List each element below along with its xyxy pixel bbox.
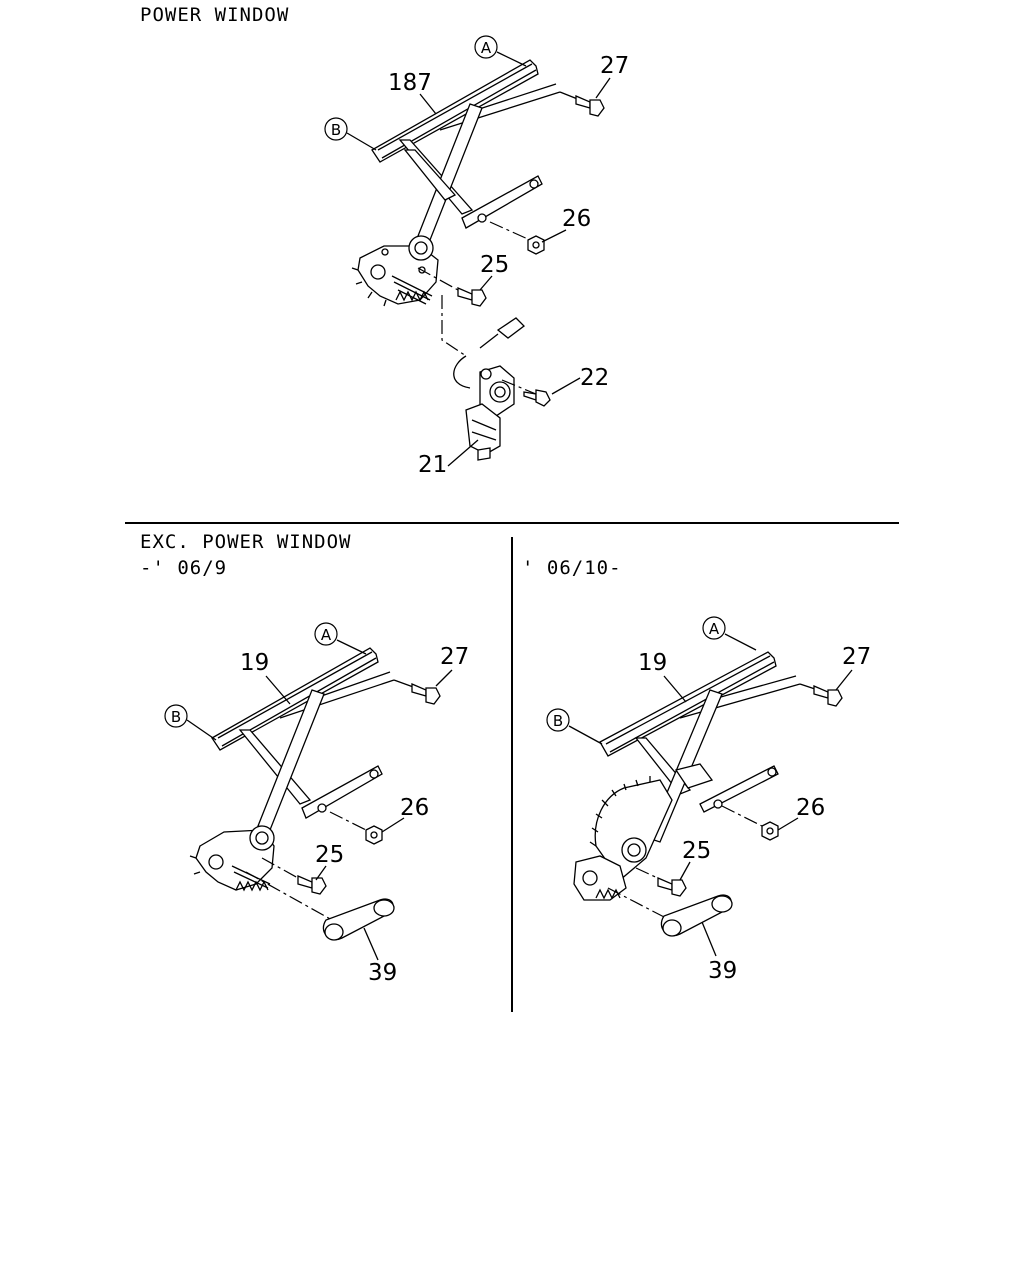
label-27-top: 27 [600,53,629,79]
svg-text:A: A [321,626,332,644]
label-27-right: 27 [842,644,871,670]
nut-26-right [721,805,779,841]
callout-b-left: B [164,704,217,741]
svg-text:A: A [481,39,492,57]
label-39-left: 39 [368,960,397,986]
callout-a-top: A [474,35,527,67]
label-22: 22 [580,365,609,391]
nut-26-left [329,811,383,845]
callout-b-top: B [324,117,377,151]
label-26-top: 26 [562,206,591,232]
label-19-left: 19 [240,650,269,676]
callout-a-left: A [314,622,367,655]
bolt-25-right [635,867,687,897]
nut-26-top [489,221,545,255]
label-25-top: 25 [480,252,509,278]
label-39-right: 39 [708,958,737,984]
section-title-power-window: POWER WINDOW [140,4,290,26]
crank-handle-39-right [607,887,733,937]
label-187: 187 [388,70,432,96]
crank-handle-39-left [245,871,395,941]
power-window-regulator-assembly [351,59,561,307]
callout-a-right: A [702,616,757,651]
bolt-25-left [261,857,327,895]
label-21: 21 [418,452,447,478]
manual-regulator-late [573,651,801,901]
bolt-27-right [799,683,843,707]
label-27-left: 27 [440,644,469,670]
section-range-late: ' 06/10- [522,557,622,579]
label-19-right: 19 [638,650,667,676]
svg-text:B: B [171,708,181,726]
bolt-27-left [393,679,441,705]
section-title-exc-power-window: EXC. POWER WINDOW [140,531,352,553]
manual-regulator-early [189,647,395,892]
svg-text:B: B [331,121,341,139]
bolt-27-top [559,91,605,117]
svg-text:A: A [709,620,720,638]
callout-b-right: B [546,708,603,745]
label-25-right: 25 [682,838,711,864]
bolt-25-top [417,267,487,307]
label-26-right: 26 [796,795,825,821]
window-motor [441,295,525,461]
svg-text:B: B [553,712,563,730]
screw-22 [501,379,551,407]
label-26-left: 26 [400,795,429,821]
section-range-early: -' 06/9 [140,557,228,579]
label-25-left: 25 [315,842,344,868]
